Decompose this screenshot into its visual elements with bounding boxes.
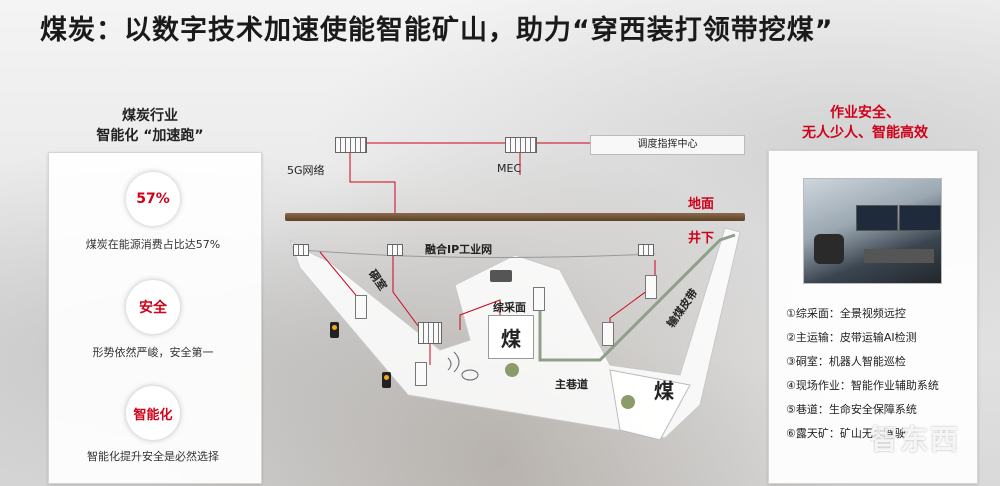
phone-icon-1 [330,322,339,338]
right-heading-line2: 无人少人、智能高效 [802,125,928,141]
label-main-roadway: 主巷道 [555,378,588,391]
coal-face-block [609,369,691,441]
conveyor-belt-line [538,233,736,362]
equipment-box [418,322,442,344]
label-underground: 井下 [688,231,715,246]
stat-caption-safety: 形势依然严峻，安全第一 [92,346,214,359]
list-item: ⑥露天矿：矿山无人驾驶 [786,427,906,440]
mec-server-icon [505,137,537,153]
list-item: ③硐室：机器人智能巡检 [786,355,906,368]
robot-icon [505,363,519,377]
list-item: ⑤巷道：生命安全保障系统 [786,403,917,416]
ip-switch-left [293,244,309,256]
label-ground: 地面 [688,197,715,212]
network-line-top [349,142,590,165]
camera-device-icon [490,270,512,282]
right-heading-line1: 作业安全、 [830,105,900,121]
list-item: ②主运输：皮带运输AI检测 [786,331,917,344]
control-room-photo [803,178,942,284]
underground-red-2 [392,252,431,365]
label-mec: MEC [497,162,522,175]
left-panel-heading: 煤炭行业 智能化 “加速跑” [60,106,240,146]
label-mining-face: 综采面 [493,301,526,314]
sensor-icon [621,395,635,409]
dispatch-center-box: 调度指挥中心 [590,135,745,155]
ground-bar [285,213,745,221]
access-point-2 [415,362,427,386]
watermark: 智东西 [870,423,961,456]
camera-icon [461,369,479,381]
wifi-icon [447,351,460,373]
label-5g-network: 5G网络 [287,164,325,177]
network-line-down [349,152,396,213]
ip-switch-right [638,244,654,256]
access-point-4 [645,275,657,299]
list-item: ①综采面：全景视频远控 [786,307,906,320]
phone-icon-2 [382,372,391,388]
ip-switch-mid [387,244,403,256]
stat-caption-intelligence: 智能化提升安全是必然选择 [87,450,219,463]
access-point-1 [355,295,367,319]
list-item: ④现场作业：智能作业辅助系统 [786,379,939,392]
stat-badge-intelligence: 智能化 [126,386,180,440]
access-point-3 [533,287,545,311]
label-ip-network: 融合IP工业网 [425,243,493,256]
stat-badge-safety: 安全 [126,280,180,334]
5g-server-icon [335,137,367,153]
page-title: 煤炭：以数字技术加速使能智能矿山，助力“穿西装打领带挖煤” [40,15,834,46]
left-heading-line1: 煤炭行业 [122,108,178,124]
stat-caption-57: 煤炭在能源消费占比达57% [85,238,221,251]
right-panel-list: ①综采面：全景视频远控 ②主运输：皮带运输AI检测 ③硐室：机器人智能巡检 ④现… [786,302,976,446]
right-panel-heading: 作业安全、 无人少人、智能高效 [765,103,965,143]
coal-block-1: 煤 [488,315,534,359]
stat-badge-57: 57% [126,172,180,226]
left-heading-line2: 智能化 “加速跑” [96,128,204,144]
coal-block-2: 煤 [654,378,674,403]
ip-network-line [299,249,656,259]
access-point-5 [602,322,614,346]
